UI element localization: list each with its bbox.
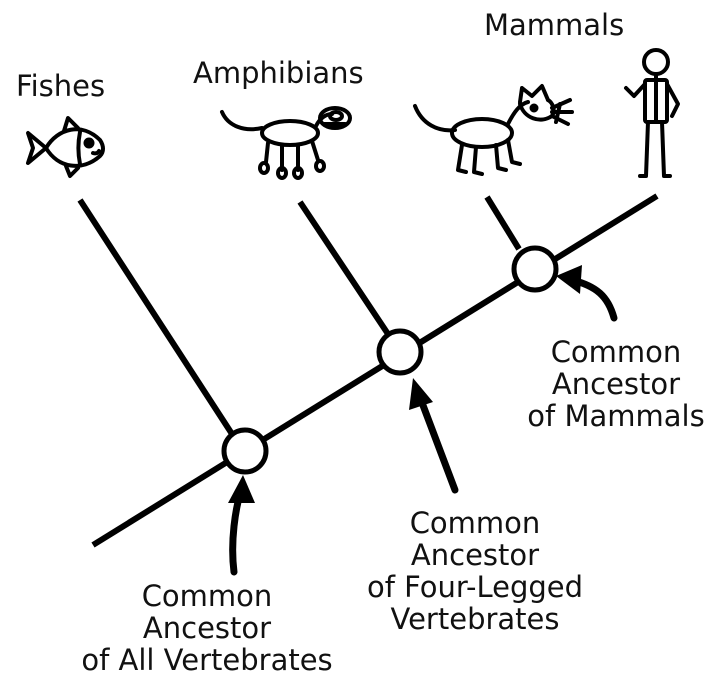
taxon-label-amphibians: Amphibians	[193, 57, 364, 89]
label-line: of Four-Legged	[350, 571, 600, 603]
cat-icon	[415, 86, 572, 174]
arrow-vertebrates	[233, 494, 240, 572]
mammals-branch-line	[487, 197, 519, 249]
label-line: Vertebrates	[350, 603, 600, 635]
label-line: Common	[72, 580, 342, 612]
arrowhead-mammals	[556, 265, 582, 294]
fish-icon	[28, 118, 103, 176]
label-common-ancestor-vertebrates: Common Ancestor of All Vertebrates	[72, 580, 342, 676]
node-four-legged	[379, 331, 421, 373]
label-common-ancestor-four-legged: Common Ancestor of Four-Legged Vertebrat…	[350, 507, 600, 635]
taxon-label-fishes: Fishes	[16, 70, 105, 102]
arrowhead-four-legged	[409, 378, 433, 410]
taxon-label-mammals: Mammals	[484, 9, 624, 41]
fishes-branch-line	[80, 200, 232, 434]
label-line: Common	[350, 507, 600, 539]
stick-figure-human-icon	[626, 50, 678, 176]
node-mammals	[514, 248, 556, 290]
node-vertebrates	[224, 430, 266, 472]
label-line: Ancestor	[350, 539, 600, 571]
arrow-four-legged	[421, 400, 455, 490]
label-common-ancestor-mammals: Common Ancestor of Mammals	[523, 336, 709, 432]
arrowhead-vertebrates	[228, 475, 255, 503]
label-line: Ancestor	[72, 612, 342, 644]
amphibians-branch-line	[300, 202, 388, 334]
label-line: of All Vertebrates	[72, 644, 342, 676]
amphibian-icon	[222, 108, 350, 178]
label-line: of Mammals	[523, 400, 709, 432]
label-line: Ancestor	[523, 368, 709, 400]
label-line: Common	[523, 336, 709, 368]
